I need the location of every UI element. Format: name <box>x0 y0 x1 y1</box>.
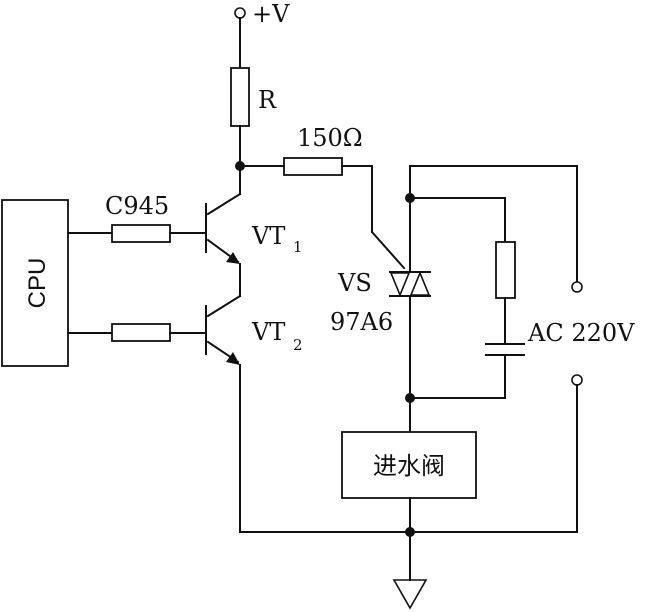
supply-terminal <box>234 7 246 19</box>
resistor-r <box>230 67 250 127</box>
vt2-label: VT <box>251 318 285 346</box>
triac-bottom-node <box>405 393 415 403</box>
cpu-label: CPU <box>24 258 51 309</box>
triac-label: VS <box>337 269 372 297</box>
vt2-sub: 2 <box>293 336 303 354</box>
vt1-sub: 1 <box>293 238 303 256</box>
resistor-base-2 <box>111 323 171 342</box>
triac-up-triangle <box>409 270 431 296</box>
ac-terminal-top <box>571 281 583 293</box>
vt2-emitter-arrow <box>226 352 240 365</box>
snubber-resistor <box>495 241 516 299</box>
vt1-label: VT <box>251 222 285 250</box>
supply-label: +V <box>252 0 290 28</box>
resistor-150 <box>283 157 343 176</box>
inlet-valve-block <box>341 431 477 499</box>
cpu-block <box>1 199 69 367</box>
inlet-valve-label: 进水阀 <box>373 452 445 480</box>
resistor-150-label: 150Ω <box>297 124 363 152</box>
resistor-r-label: R <box>258 86 277 114</box>
resistor-c945-label: C945 <box>105 192 169 220</box>
triac-part-label: 97A6 <box>330 308 393 336</box>
vt1-emitter-arrow <box>226 252 240 264</box>
ground-icon <box>392 579 428 610</box>
resistor-c945 <box>111 224 171 243</box>
ac-label: AC 220V <box>527 319 635 347</box>
triac-down-triangle <box>389 272 411 298</box>
ac-terminal-bottom <box>571 374 583 386</box>
